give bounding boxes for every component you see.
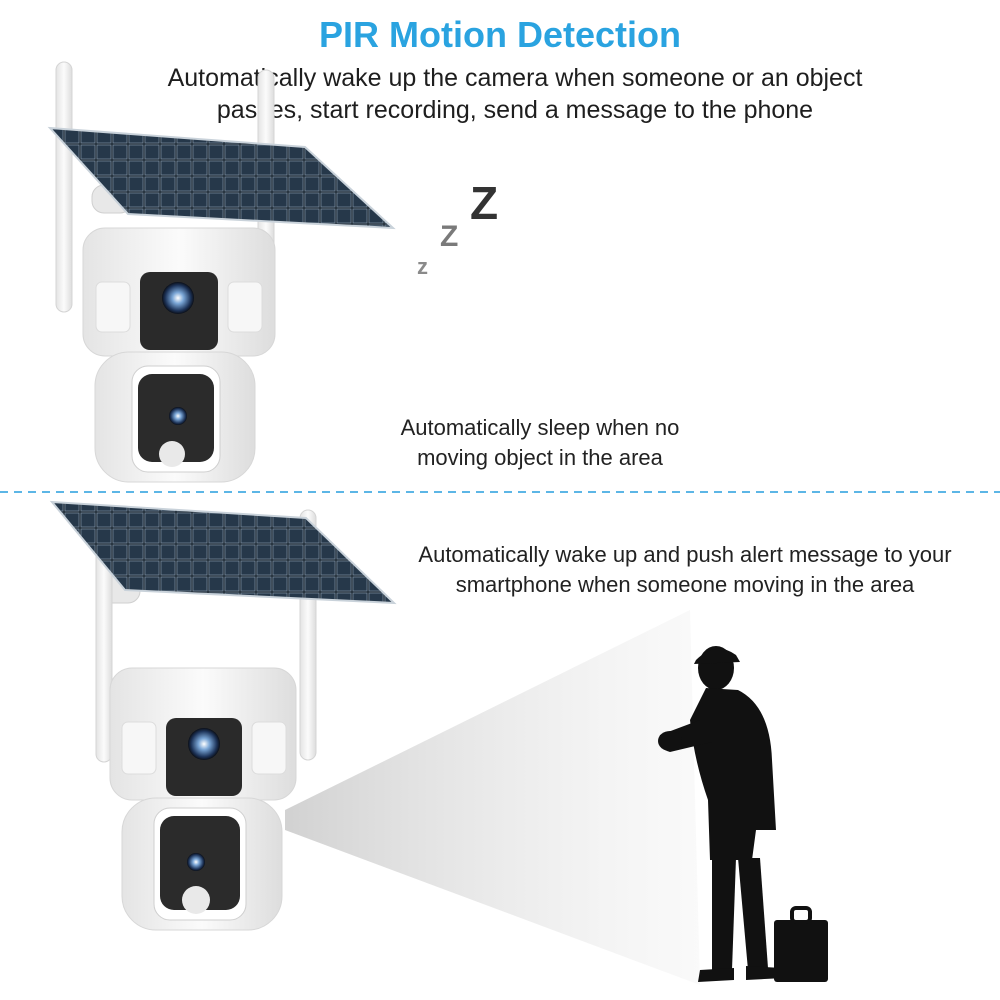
antenna-icon (55, 61, 73, 313)
page-title: PIR Motion Detection (319, 14, 681, 55)
sleep-caption-line-2: moving object in the area (417, 445, 663, 470)
solar-panel-icon (49, 500, 397, 605)
description-line-1: Automatically wake up the camera when so… (167, 64, 863, 92)
solar-panel-icon (47, 126, 396, 230)
section-divider (0, 491, 1000, 493)
camera-sleeping (47, 61, 396, 483)
detection-beam (285, 610, 700, 985)
description-line-2: passes, start recording, send a message … (216, 96, 814, 124)
person-silhouette-icon (658, 646, 828, 982)
wake-caption-line-2: smartphone when someone moving in the ar… (455, 572, 915, 597)
sleep-caption-line-1: Automatically sleep when no (400, 415, 680, 440)
wake-caption: Automatically wake up and push alert mes… (370, 540, 1000, 600)
description: Automatically wake up the camera when so… (120, 62, 910, 126)
wake-caption-line-1: Automatically wake up and push alert mes… (418, 542, 952, 567)
sleep-zzz-icon: z (417, 254, 428, 279)
camera-awake (49, 500, 397, 931)
sleep-caption: Automatically sleep when no moving objec… (360, 413, 720, 473)
sleep-zzz-icon: Z (440, 220, 459, 253)
sleep-zzz-icon: Z (470, 177, 499, 229)
